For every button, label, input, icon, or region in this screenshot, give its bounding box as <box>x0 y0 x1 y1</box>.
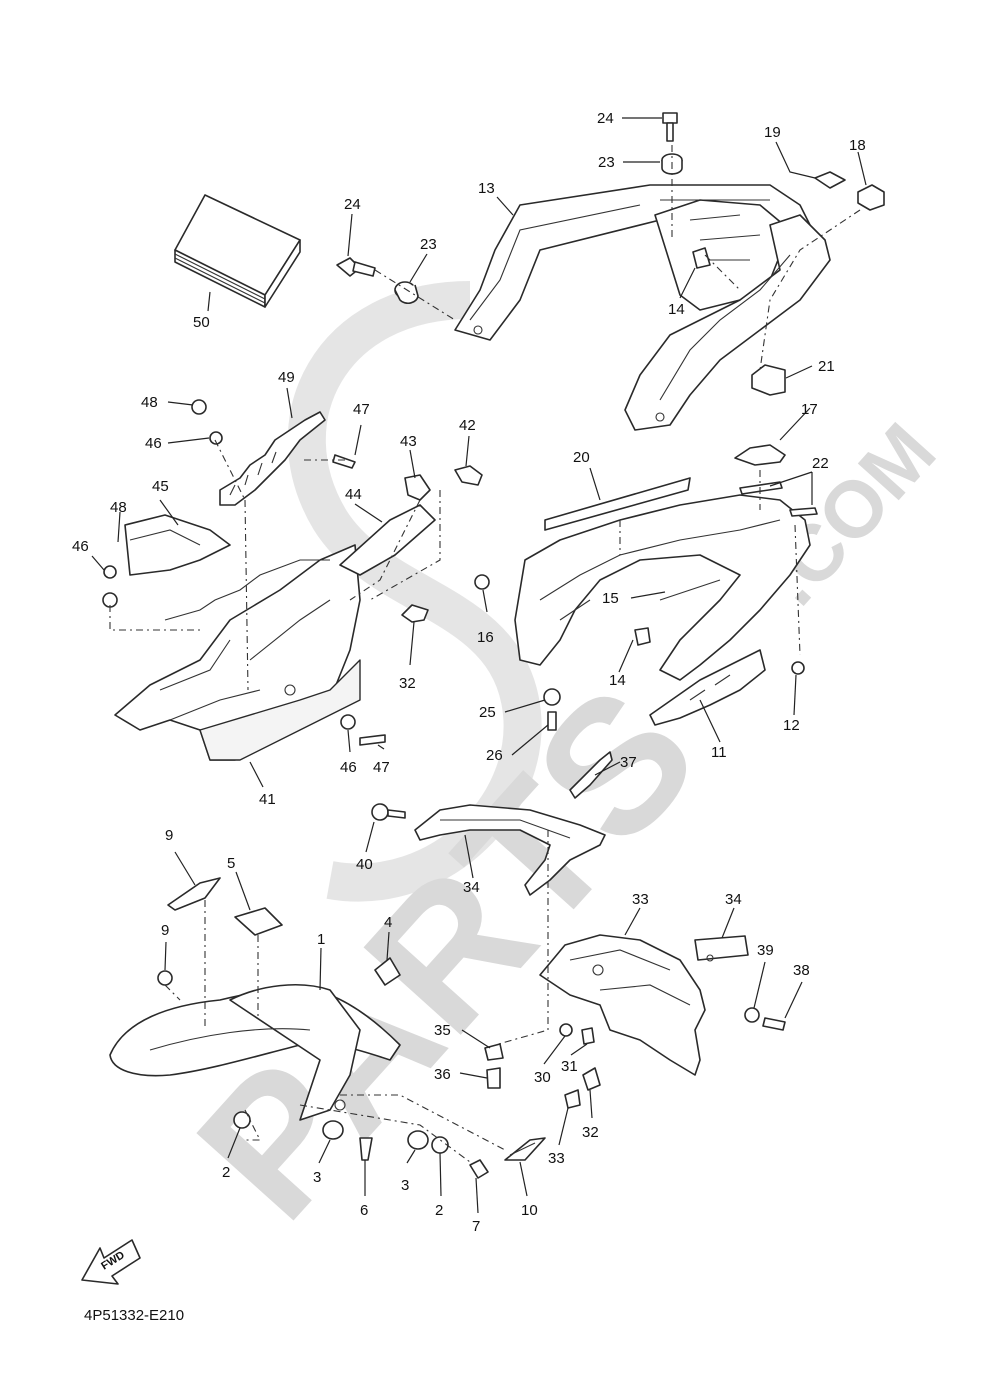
callout-25: 25 <box>479 704 496 721</box>
callout-46-top: 46 <box>145 435 162 452</box>
callout-30: 30 <box>534 1069 551 1086</box>
part-49-bracket <box>219 411 326 506</box>
callout-27: 32 <box>399 675 416 692</box>
callout-23-top: 23 <box>598 154 615 171</box>
part-9-sticker-right <box>504 1137 546 1161</box>
callout-24-left: 24 <box>344 196 361 213</box>
callout-1: 1 <box>317 931 325 948</box>
part-22-pad <box>751 364 786 396</box>
callout-9-top: 9 <box>165 827 173 844</box>
fasteners-fender <box>157 957 489 1179</box>
callout-34: 34 <box>463 879 480 896</box>
part-41-inner-fender <box>114 544 361 761</box>
part-27-clip <box>401 604 429 623</box>
part-12-side-rail <box>624 214 831 431</box>
part-24-bolt-left <box>336 257 376 277</box>
callout-49: 49 <box>278 369 295 386</box>
callout-40: 40 <box>356 856 373 873</box>
callout-36: 36 <box>434 1066 451 1083</box>
part-5-sticker <box>234 907 283 936</box>
part-34-bracket <box>414 804 606 896</box>
callout-6: 6 <box>360 1202 368 1219</box>
callout-39: 39 <box>757 942 774 959</box>
fasteners-right <box>474 574 805 731</box>
callout-33: 33 <box>548 1150 565 1167</box>
callout-26: 26 <box>486 747 503 764</box>
fasteners-left <box>102 399 386 746</box>
callout-42: 42 <box>459 417 476 434</box>
fwd-arrow: FWD <box>81 1239 141 1285</box>
callout-32: 32 <box>582 1124 599 1141</box>
callout-9-bottom: 10 <box>521 1202 538 1219</box>
callout-38: 38 <box>793 962 810 979</box>
leader-lines <box>91 117 867 1214</box>
part-19-clip <box>857 184 885 211</box>
part-29-reflector <box>694 935 749 962</box>
callout-2-left: 2 <box>222 1164 230 1181</box>
callout-3-left: 3 <box>313 1169 321 1186</box>
callout-31: 31 <box>561 1058 578 1075</box>
callout-24-top: 24 <box>597 110 614 127</box>
callout-43: 43 <box>400 433 417 450</box>
callout-19: 18 <box>849 137 866 154</box>
callout-48-left: 48 <box>110 499 127 516</box>
callout-8: 9 <box>161 922 169 939</box>
callout-23-left: 23 <box>420 236 437 253</box>
callout-7: 7 <box>472 1218 480 1235</box>
part-40-bolt <box>371 803 406 821</box>
callout-41: 41 <box>259 791 276 808</box>
watermark-logo-shape <box>287 281 542 902</box>
callout-18: 20 <box>573 449 590 466</box>
callout-46-bottom: 46 <box>340 759 357 776</box>
part-20-pad <box>814 171 846 189</box>
callout-48-top: 48 <box>141 394 158 411</box>
callout-46-left: 46 <box>72 538 89 555</box>
callout-20: 19 <box>764 124 781 141</box>
callout-45: 45 <box>152 478 169 495</box>
callout-44: 44 <box>345 486 362 503</box>
callout-17: 15 <box>602 590 619 607</box>
callout-22: 21 <box>818 358 835 375</box>
callout-35: 35 <box>434 1022 451 1039</box>
part-43-clip <box>404 474 431 501</box>
part-17-seat-cowl <box>514 494 811 681</box>
callout-50: 50 <box>193 314 210 331</box>
callout-29: 34 <box>725 891 742 908</box>
part-9-sticker-left <box>167 877 221 911</box>
part-42-clip <box>454 465 483 486</box>
callout-14: 12 <box>783 717 800 734</box>
callout-37: 37 <box>620 754 637 771</box>
callout-47-top: 47 <box>353 401 370 418</box>
callout-4: 4 <box>384 914 392 931</box>
callout-5: 5 <box>227 855 235 872</box>
callout-13: 16 <box>477 629 494 646</box>
part-28-rear-fender <box>539 934 706 1076</box>
assembly-lines <box>109 145 861 1163</box>
part-16-pad <box>734 444 786 466</box>
part-24-bolt-top <box>662 112 678 142</box>
callout-11: 14 <box>668 301 685 318</box>
callout-47-bottom: 47 <box>373 759 390 776</box>
part-18-sticker <box>544 477 691 531</box>
part-50-booklet <box>174 194 301 308</box>
part-44-panel <box>339 504 436 576</box>
part-11-damper <box>692 247 711 269</box>
callout-3-right: 3 <box>401 1177 409 1194</box>
part-1-front-fender <box>109 984 401 1121</box>
callout-28: 33 <box>632 891 649 908</box>
callout-labels: 24 23 19 18 13 24 23 14 21 50 48 46 49 4… <box>72 110 866 1235</box>
callout-2-right: 2 <box>435 1202 443 1219</box>
diagram-code: 4P51332-E210 <box>84 1307 184 1324</box>
callout-10: 13 <box>478 180 495 197</box>
callout-12: 11 <box>711 744 727 761</box>
callout-16: 17 <box>801 401 818 418</box>
callout-15: 14 <box>609 672 626 689</box>
callout-21: 22 <box>812 455 829 472</box>
part-37-strip <box>569 751 613 799</box>
part-12-lower-panel <box>649 649 766 726</box>
